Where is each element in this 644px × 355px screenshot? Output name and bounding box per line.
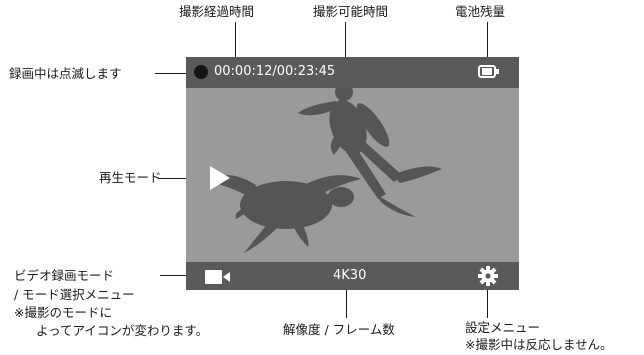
resolution-value: 4K30: [333, 268, 367, 283]
elapsed-time-leader: [235, 22, 236, 72]
settings-label-1: 設定メニュー: [465, 320, 541, 335]
gear-icon[interactable]: [478, 266, 498, 286]
video-mode-label-1: ビデオ録画モード: [14, 268, 115, 283]
playback-mode-leader: [158, 178, 202, 179]
elapsed-time-label: 撮影経過時間: [179, 4, 255, 19]
video-mode-leader: [160, 275, 196, 276]
rec-indicator-leader: [155, 73, 193, 74]
battery-icon: [478, 65, 500, 78]
status-bar: 00:00:12/00:23:45: [186, 57, 519, 88]
rec-indicator-label: 録画中は点滅します: [9, 66, 122, 81]
play-icon[interactable]: [208, 164, 232, 192]
time-display: 00:00:12/00:23:45: [214, 64, 336, 79]
video-mode-label-2: / モード選択メニュー: [14, 287, 135, 302]
video-camera-icon[interactable]: [204, 269, 232, 285]
remaining-time-leader: [345, 22, 346, 72]
battery-leader: [487, 22, 488, 64]
record-dot-icon: [194, 65, 208, 79]
settings-label-2: ※撮影中は反応しません。: [465, 337, 613, 352]
resolution-leader: [346, 283, 347, 318]
video-mode-label-4: よってアイコンが変わります。: [36, 323, 209, 338]
settings-leader: [487, 283, 488, 318]
mode-bar: 4K30: [186, 262, 519, 290]
video-mode-label-3: ※撮影のモードに: [14, 305, 112, 320]
battery-label: 電池残量: [455, 4, 506, 19]
resolution-label: 解像度 / フレーム数: [283, 322, 395, 337]
diver-silhouette: [298, 64, 442, 217]
camera-screen: 00:00:12/00:23:45 4K30: [186, 57, 519, 290]
playback-mode-label: 再生モード: [99, 170, 162, 185]
remaining-time-label: 撮影可能時間: [313, 4, 389, 19]
sea-turtle-silhouette: [211, 175, 361, 253]
underwater-scene: [211, 64, 442, 253]
